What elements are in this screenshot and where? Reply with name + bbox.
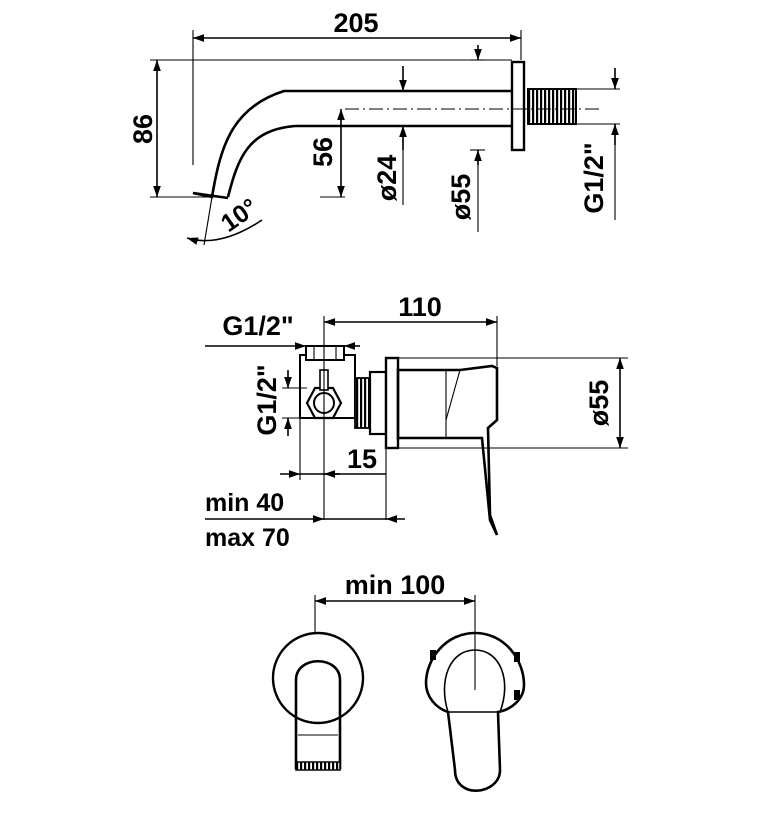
mixer-handle-body: [396, 364, 499, 536]
dim-label-offset: 15: [347, 444, 377, 474]
mixer-wall-ring: [368, 370, 388, 436]
dim-label-max: max 70: [205, 524, 290, 552]
spout-front-rosette: [271, 631, 365, 725]
mixer-side-view: 110 G1/2" G1/2" ø55 15 min 40 max 70: [205, 292, 628, 552]
dim-label-depth: 110: [398, 292, 442, 322]
dim-label-thread: G1/2": [579, 142, 609, 213]
spout-front-aerator: [295, 761, 341, 771]
angle-arc: [186, 219, 263, 245]
spout-outline-inner: [226, 124, 512, 198]
mixer-detail: [445, 369, 461, 421]
dim-label-rosette-diameter: ø55: [446, 174, 476, 221]
dim-label-top-thread: G1/2": [222, 311, 293, 341]
spout-side-view: 205 86 56 ø24 ø55 G1/2" 10°: [128, 8, 620, 246]
mixer-front-tab-right: [514, 652, 520, 662]
spout-outlet: [192, 191, 229, 200]
spout-outline-outer: [192, 89, 512, 199]
dim-label-length: 205: [333, 8, 378, 38]
mixer-front-tab-left: [430, 650, 436, 660]
mixer-front-handle: [443, 649, 506, 713]
mixer-rosette: [384, 356, 400, 450]
dim-label-min: min 40: [205, 489, 284, 517]
dim-label-axis-height: 56: [308, 137, 338, 167]
dim-label-height: 86: [128, 114, 158, 144]
front-view: min 100: [271, 570, 526, 792]
dim-label-spacing: min 100: [345, 570, 446, 600]
angle-line: [203, 196, 213, 246]
spout-thread: [527, 88, 577, 125]
dim-label-pipe-diameter: ø24: [372, 155, 402, 202]
mixer-cartridge-thread: [354, 377, 371, 429]
dim-label-mixer-rosette-diameter: ø55: [584, 380, 614, 427]
spout-front-body: [294, 659, 342, 770]
mixer-front-tab-bottom: [514, 690, 520, 700]
mixer-front-rosette: [424, 631, 526, 792]
dim-label-angle: 10°: [216, 193, 263, 238]
spout-rosette: [510, 60, 526, 152]
dim-label-side-thread: G1/2": [252, 364, 282, 435]
mixer-top-thread: [305, 345, 345, 361]
